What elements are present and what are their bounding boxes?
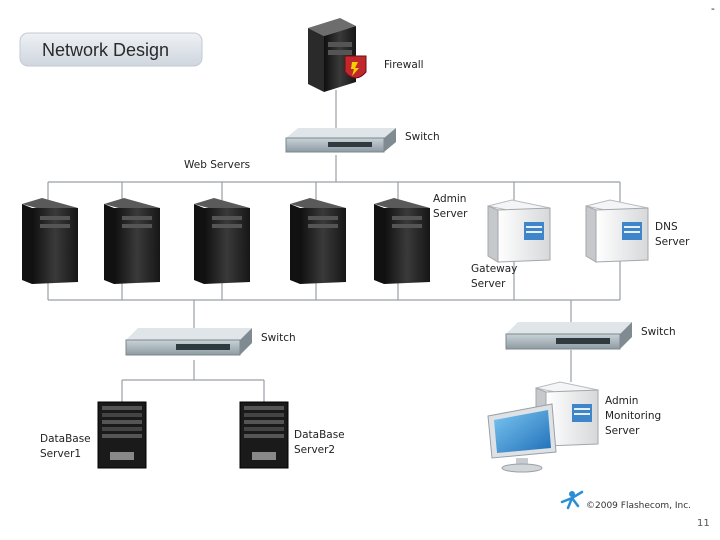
firewall-shield-icon <box>345 56 366 78</box>
page-number: 11 <box>697 518 710 529</box>
gateway-server <box>488 200 550 262</box>
admin-server <box>374 198 430 284</box>
web-server-1 <box>22 198 78 284</box>
switch-right-label: Switch <box>641 326 676 338</box>
gateway-server-label-line2: Server <box>471 278 506 290</box>
dns-server-label-line1: DNS <box>655 221 678 233</box>
flashecom-logo-icon <box>562 491 582 508</box>
web-server-4 <box>290 198 346 284</box>
database-server-1-label-line2: Server1 <box>40 448 81 460</box>
dns-server-label-line2: Server <box>655 236 690 248</box>
copyright-text: ©2009 Flashecom, Inc. <box>586 501 691 511</box>
gateway-server-label-line1: Gateway <box>471 263 517 275</box>
monitoring-server-label-line2: Monitoring <box>605 410 661 422</box>
switch-left <box>126 328 252 355</box>
page-title: Network Design <box>42 40 169 60</box>
database-server-1-label-line1: DataBase <box>40 433 91 445</box>
web-server-2 <box>104 198 160 284</box>
monitoring-server-label-line1: Admin <box>605 395 638 407</box>
corner-mark: - <box>711 3 715 15</box>
switch-top-label: Switch <box>405 131 440 143</box>
monitor-icon <box>488 404 556 472</box>
web-servers-label: Web Servers <box>184 159 250 171</box>
database-server-2-label-line2: Server2 <box>294 444 335 456</box>
admin-server-label-line2: Server <box>433 208 468 220</box>
switch-right <box>506 322 632 349</box>
firewall-label: Firewall <box>384 59 424 71</box>
dns-server <box>586 200 648 262</box>
web-server-3 <box>194 198 250 284</box>
title-box: Network Design <box>20 33 202 66</box>
database-server-1 <box>98 402 146 468</box>
monitoring-server-label-line3: Server <box>605 425 640 437</box>
database-server-2-label-line1: DataBase <box>294 429 345 441</box>
firewall-server <box>308 18 366 92</box>
switch-left-label: Switch <box>261 332 296 344</box>
database-server-2 <box>240 402 288 468</box>
admin-server-label-line1: Admin <box>433 193 466 205</box>
switch-top <box>286 128 396 152</box>
